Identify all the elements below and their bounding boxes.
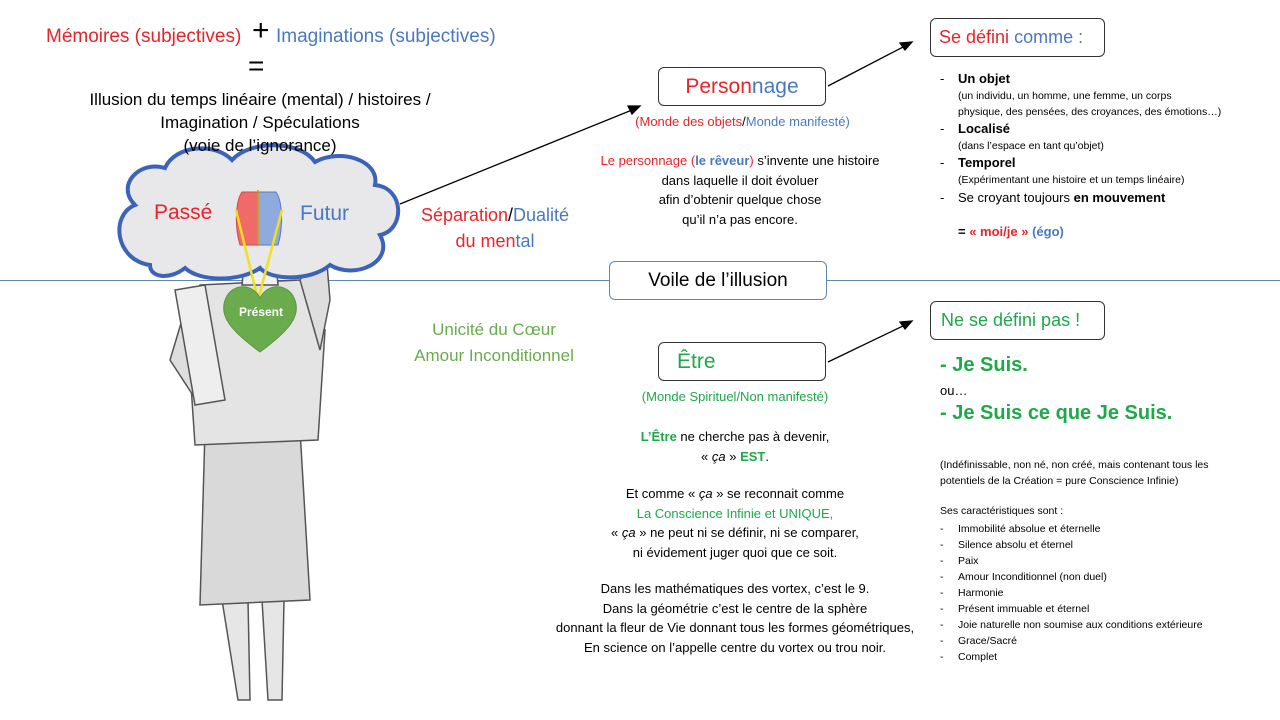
ou-text: ou… xyxy=(940,383,968,398)
caracteristiques-list: Immobilité absolue et éternelleSilence a… xyxy=(940,521,1275,665)
list-item: Silence absolu et éternel xyxy=(940,537,1275,553)
voile-box: Voile de l’illusion xyxy=(609,261,827,300)
indefinissable-text: (Indéfinissable, non né, non créé, mais … xyxy=(940,459,1209,487)
list-item: Immobilité absolue et éternelle xyxy=(940,521,1275,537)
unicite-text: Unicité du Cœur Amour Inconditionnel xyxy=(414,320,574,365)
plus-sign: + xyxy=(252,14,270,47)
separation-text: Séparation/Dualité du mental xyxy=(420,205,570,251)
imaginations-text: Imaginations (subjectives) xyxy=(276,26,496,47)
list-item: Se croyant toujours en mouvement xyxy=(940,188,1270,208)
etre-paragraph-3: Dans les mathématiques des vortex, c’est… xyxy=(555,581,915,655)
personnage-box: Personnage xyxy=(658,67,826,106)
je-suis-text: - Je Suis. xyxy=(940,354,1028,376)
list-item: Harmonie xyxy=(940,585,1275,601)
memoires-text: Mémoires (subjectives) xyxy=(46,26,242,47)
list-item: Temporel (Expérimentant une histoire et … xyxy=(940,154,1270,188)
ne-se-defini-box: Ne se défini pas ! xyxy=(930,301,1105,340)
heart-shape xyxy=(223,286,297,353)
etre-box: Être xyxy=(658,342,826,381)
list-item: Localisé (dans l’espace en tant qu’objet… xyxy=(940,120,1270,154)
arrows xyxy=(399,41,914,363)
se-defini-box: Se défini comme : xyxy=(930,18,1105,57)
list-item: Présent immuable et éternel xyxy=(940,601,1275,617)
etre-paragraph-1: L’Être ne cherche pas à devenir, « ça » … xyxy=(640,429,830,464)
illusion-text: Illusion du temps linéaire (mental) / hi… xyxy=(89,90,431,155)
personnage-subtitle: (Monde des objets/Monde manifesté) xyxy=(635,114,850,129)
futur-label: Futur xyxy=(300,202,350,225)
list-item: Un objet (un individu, un homme, une fem… xyxy=(940,70,1270,120)
je-suis-ce-que-text: - Je Suis ce que Je Suis. xyxy=(940,402,1173,424)
face-red-half xyxy=(235,191,259,246)
passe-label: Passé xyxy=(154,201,213,224)
list-item: Grace/Sacré xyxy=(940,633,1275,649)
moi-je-line: = « moi/je » (égo) xyxy=(958,224,1064,239)
personnage-description: Le personnage (le rêveur) s’invente une … xyxy=(600,153,880,227)
list-item: Paix xyxy=(940,553,1275,569)
equals-sign: = xyxy=(248,50,265,81)
etre-subtitle: (Monde Spirituel/Non manifesté) xyxy=(641,389,829,404)
list-item: Complet xyxy=(940,649,1275,665)
se-defini-list: Un objet (un individu, un homme, une fem… xyxy=(940,70,1270,239)
list-item: Amour Inconditionnel (non duel) xyxy=(940,569,1275,585)
caracteristiques-title: Ses caractéristiques sont : xyxy=(940,505,1064,517)
face-blue-half xyxy=(257,191,283,246)
present-label: Présent xyxy=(238,305,284,319)
etre-paragraph-2: Et comme « ça » se reconnait comme La Co… xyxy=(611,486,859,560)
list-item: Joie naturelle non soumise aux condition… xyxy=(940,617,1275,633)
